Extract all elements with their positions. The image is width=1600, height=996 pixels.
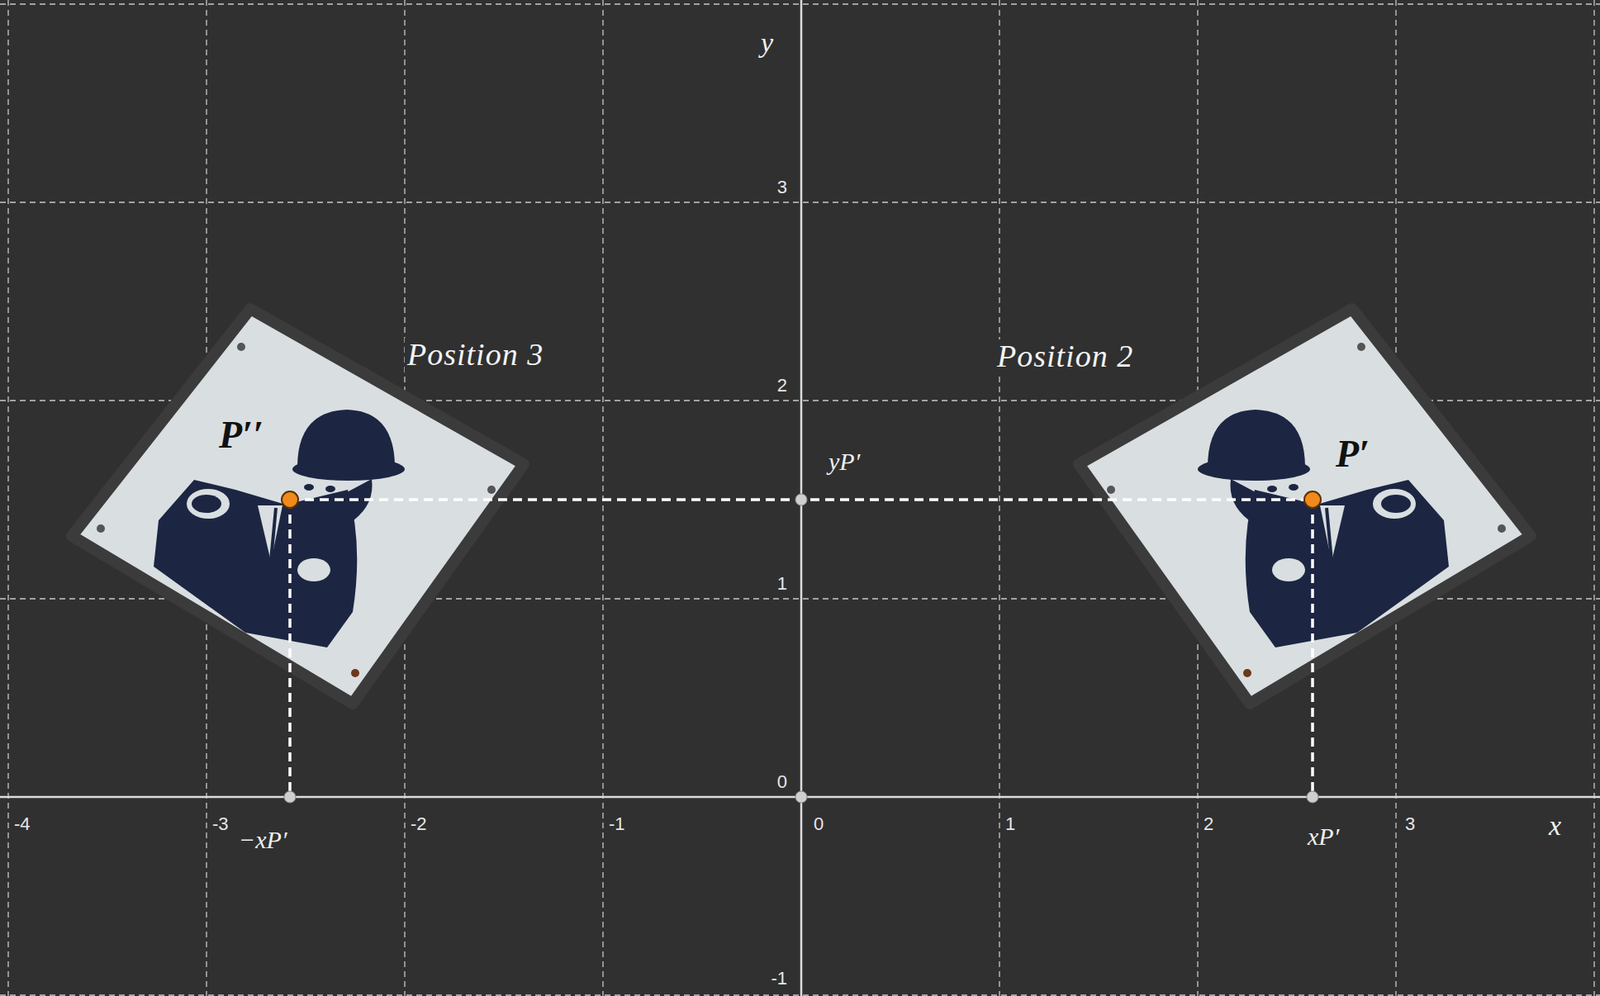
grid-line: [7, 0, 9, 996]
axis-name: y: [758, 27, 776, 58]
tick-label: -2: [408, 814, 430, 835]
tick-label: -1: [768, 968, 790, 989]
coordinate-label: xP′: [1305, 822, 1342, 850]
tick-label: -4: [11, 814, 34, 835]
position-label: Position 2: [994, 339, 1136, 375]
coordinate-label: yP′: [826, 447, 863, 475]
grid-line: [0, 994, 1600, 996]
tick-label: 1: [1002, 814, 1018, 835]
axis-dot: [795, 493, 808, 506]
grid-line: [1593, 0, 1595, 996]
tick-label: 1: [774, 574, 790, 594]
point-label: P′′: [216, 414, 266, 457]
dashed-line: [1310, 499, 1315, 798]
tick-label: 3: [774, 177, 790, 198]
portrait-position-2: [1078, 308, 1531, 704]
tick-label: 0: [811, 814, 827, 835]
axis-dot: [795, 791, 808, 803]
axis-points: [284, 493, 1319, 803]
points: [281, 491, 1321, 509]
axis-name: x: [1546, 810, 1564, 841]
tick-label: 3: [1402, 814, 1418, 835]
axis-dot: [284, 791, 296, 803]
grid-line: [602, 0, 603, 996]
grid-line: [998, 0, 1000, 996]
grid-line: [0, 201, 1600, 203]
tick-label: 2: [774, 375, 790, 396]
point-dot: [281, 491, 299, 509]
projection-lines: [289, 499, 1313, 798]
point-dot: [1304, 491, 1321, 509]
position-label: Position 3: [404, 337, 546, 373]
tick-label: -3: [209, 814, 232, 835]
point-label: P′: [1333, 433, 1373, 476]
coordinate-label: −xP′: [236, 826, 290, 854]
tick-label: -1: [606, 814, 628, 835]
tick-label: 0: [774, 772, 790, 793]
grid-line: [0, 3, 1600, 5]
axis-dot: [1306, 791, 1319, 803]
dashed-line: [288, 499, 292, 798]
tick-label: 2: [1201, 814, 1216, 835]
